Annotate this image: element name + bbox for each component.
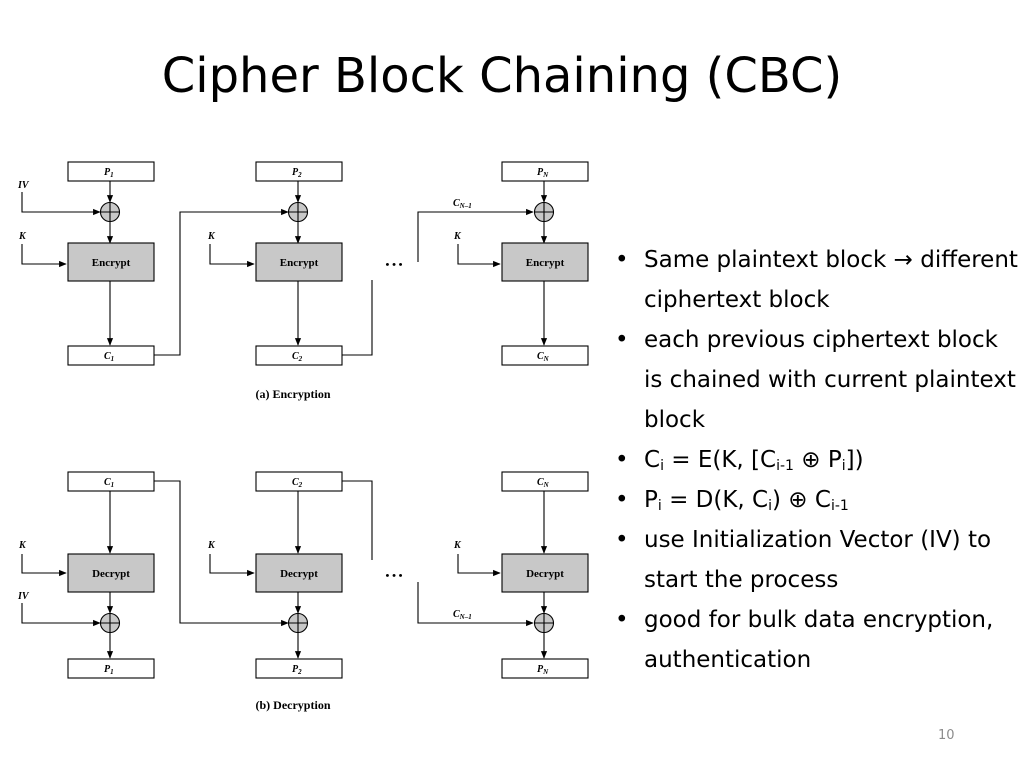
dec-pn-box [501,658,589,679]
bullet-item: Ci = E(K, [Ci-1 ⊕ Pi]) [610,440,1020,480]
slide-title: Cipher Block Chaining (CBC) [161,48,843,104]
enc-xor-icon-1 [99,201,121,223]
dec-block-label-1: Decrypt [92,568,130,580]
enc-ellipsis: • • • [385,259,402,271]
page-number: 10 [938,728,955,743]
dec-output-2: P2 [292,664,302,676]
dec-input-2: C2 [292,477,303,489]
enc-block-label-2: Encrypt [280,257,319,269]
dec-xor-icon-n [533,612,555,634]
enc-chain-label: CN–1 [453,198,472,210]
bullet-item: each previous ciphertext block is chaine… [610,320,1020,440]
bullet-item: use Initialization Vector (IV) to start … [610,520,1020,600]
enc-block-label-1: Encrypt [92,257,131,269]
dec-decrypt-block-1 [67,553,155,593]
enc-p1-box [67,161,155,182]
dec-block-label-2: Decrypt [280,568,318,580]
dec-p2-box [255,658,343,679]
dec-ellipsis: • • • [385,570,402,582]
enc-key-label-1: K [18,231,27,242]
enc-iv-label: IV [17,180,30,191]
cbc-diagram: P1 P2 PN IV K K K CN–1 Encrypt Encrypt E… [17,161,589,712]
dec-caption: (b) Decryption [256,698,331,712]
dec-iv-label: IV [17,591,30,602]
dec-xor-icon-2 [287,612,309,634]
dec-output-n: PN [537,664,549,676]
enc-xor-icon-2 [287,201,309,223]
dec-cn-box [501,471,589,492]
dec-key-label-2: K [207,540,216,551]
bullet-item: Same plaintext block → different ciphert… [610,240,1020,320]
enc-key-label-2: K [207,231,216,242]
enc-encrypt-block-2 [255,242,343,282]
dec-decrypt-block-2 [255,553,343,593]
dec-input-n: CN [537,477,550,489]
dec-key-label-n: K [453,540,462,551]
enc-cn-box [501,345,589,366]
enc-input-n: PN [537,167,549,179]
dec-p1-box [67,658,155,679]
dec-chain-label: CN–1 [453,609,472,621]
enc-p2-box [255,161,343,182]
enc-output-2: C2 [292,351,303,363]
enc-xor-icon-n [533,201,555,223]
enc-pn-box [501,161,589,182]
enc-output-1: C1 [104,351,114,363]
dec-key-label-1: K [18,540,27,551]
bullet-list: Same plaintext block → different ciphert… [610,240,1020,680]
enc-encrypt-block-n [501,242,589,282]
enc-key-label-n: K [453,231,462,242]
dec-xor-icon-1 [99,612,121,634]
enc-block-label-n: Encrypt [526,257,565,269]
dec-output-1: P1 [104,664,114,676]
bullet-item: Pi = D(K, Ci) ⊕ Ci-1 [610,480,1020,520]
dec-input-1: C1 [104,477,114,489]
enc-encrypt-block-1 [67,242,155,282]
dec-decrypt-block-n [501,553,589,593]
enc-input-1: P1 [104,167,114,179]
right-arrow-icon: → [893,247,913,273]
enc-caption: (a) Encryption [256,387,331,401]
dec-block-label-n: Decrypt [526,568,564,580]
bullet-item: good for bulk data encryption, authentic… [610,600,1020,680]
enc-output-n: CN [537,351,550,363]
enc-input-2: P2 [292,167,302,179]
